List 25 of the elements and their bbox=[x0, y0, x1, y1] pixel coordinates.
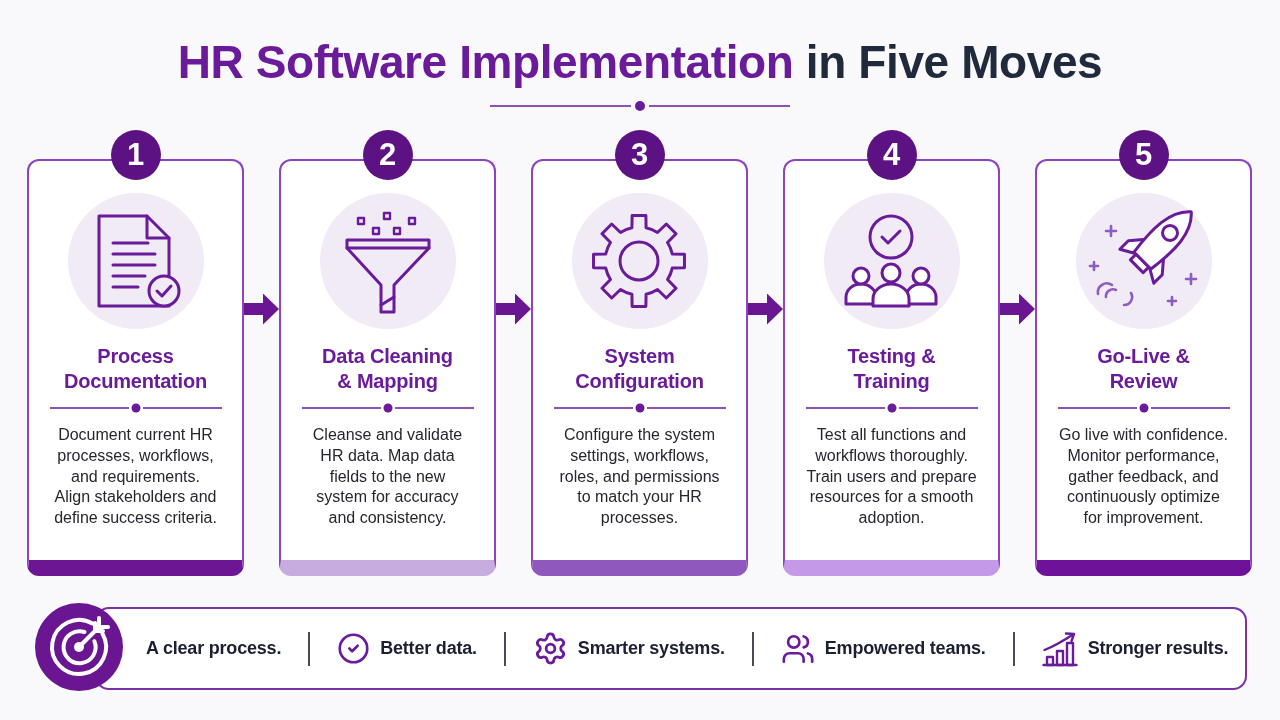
title: HR Software Implementation in Five Moves bbox=[177, 35, 1103, 90]
step-number: 2 bbox=[362, 130, 413, 180]
step-title: Process Documentation bbox=[63, 344, 208, 394]
benefit-text: Empowered teams. bbox=[824, 638, 986, 659]
benefit-text: Stronger results. bbox=[1087, 638, 1229, 659]
arrow bbox=[496, 293, 531, 325]
step-number: 4 bbox=[866, 130, 917, 180]
benefit-text: Better data. bbox=[380, 638, 477, 659]
arrow bbox=[244, 293, 279, 325]
arrow bbox=[748, 293, 783, 325]
step-description: Test all functions and workflows thoroughly. Train users and prepare resources for a smooth adoption. bbox=[805, 425, 978, 529]
step-number: 3 bbox=[614, 130, 665, 180]
benefit-text: Smarter systems. bbox=[577, 638, 725, 659]
step-title: System Configuration bbox=[574, 344, 705, 394]
step-description: Cleanse and validate HR data. Map data fields to the new system for accuracy and consistency. bbox=[311, 425, 464, 529]
step-number: 1 bbox=[110, 130, 161, 180]
step-description: Configure the system settings, workflows, roles, and permissions to match your HR processes. bbox=[558, 425, 721, 529]
step-title: Go-Live & Review bbox=[1096, 344, 1191, 394]
step-description: Document current HR processes, workflows, and requirements. Align stakeholders and define success criteria. bbox=[53, 425, 218, 529]
benefit-text: A clear process. bbox=[146, 638, 282, 659]
step-title: Data Cleaning & Mapping bbox=[321, 344, 454, 394]
step-number: 5 bbox=[1118, 130, 1169, 180]
step-title: Testing & Training bbox=[846, 344, 937, 394]
step-description: Go live with confidence. Monitor performance, gather feedback, and continuously optimize for improvement. bbox=[1058, 425, 1229, 529]
arrow bbox=[1000, 293, 1035, 325]
